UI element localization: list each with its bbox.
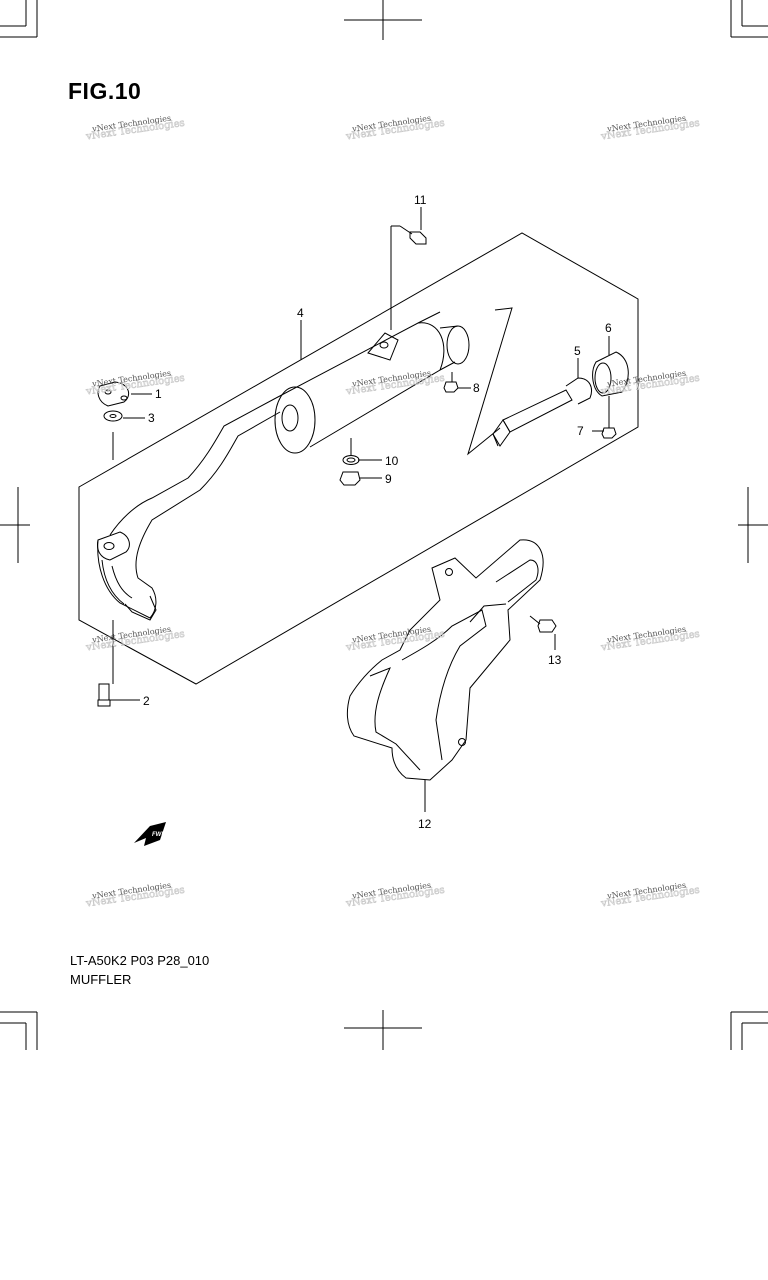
bolt-2-shape	[97, 683, 111, 707]
muffler-body	[274, 311, 470, 454]
watermarks: vNext Technologies vNext Technologies vN…	[84, 114, 700, 910]
figure-code: LT-A50K2 P03 P28_010	[70, 953, 210, 968]
bolt-9-shape	[339, 471, 361, 486]
callout-8: 8	[473, 381, 480, 395]
callout-3: 3	[148, 411, 155, 425]
bolt-13-shape	[529, 615, 557, 633]
fwd-arrow-icon: FWD	[134, 822, 166, 846]
callout-5: 5	[574, 344, 581, 358]
fwd-label: FWD	[152, 832, 166, 838]
gasket-1-shape	[97, 381, 130, 407]
figure-name: MUFFLER	[70, 972, 132, 987]
assembly-box	[78, 232, 639, 685]
callout-6: 6	[605, 321, 612, 335]
callout-9: 9	[385, 472, 392, 486]
callout-2: 2	[143, 694, 150, 708]
bolt-7-shape	[601, 427, 617, 439]
tail-cap	[592, 351, 629, 397]
gasket-10-shape	[342, 455, 360, 465]
washer-3-shape	[103, 410, 123, 422]
figure-title: FIG.10	[68, 78, 142, 104]
bracket-guard	[346, 539, 544, 781]
bolt-11-shape	[399, 225, 427, 245]
crop-marks	[0, 0, 768, 1050]
spark-arrestor	[492, 377, 592, 447]
callout-7: 7	[577, 424, 584, 438]
callout-13: 13	[548, 653, 562, 667]
callout-12: 12	[418, 817, 432, 831]
callout-10: 10	[385, 454, 399, 468]
bolt-8-shape	[443, 381, 459, 393]
callout-11: 11	[414, 193, 427, 207]
leader-lines	[110, 207, 610, 812]
exhaust-pipe	[97, 397, 281, 621]
callout-4: 4	[297, 306, 304, 320]
callout-labels: 1 2 3 4 5 6 7 8 9 10 11 12 13	[143, 193, 612, 831]
callout-1: 1	[155, 387, 162, 401]
